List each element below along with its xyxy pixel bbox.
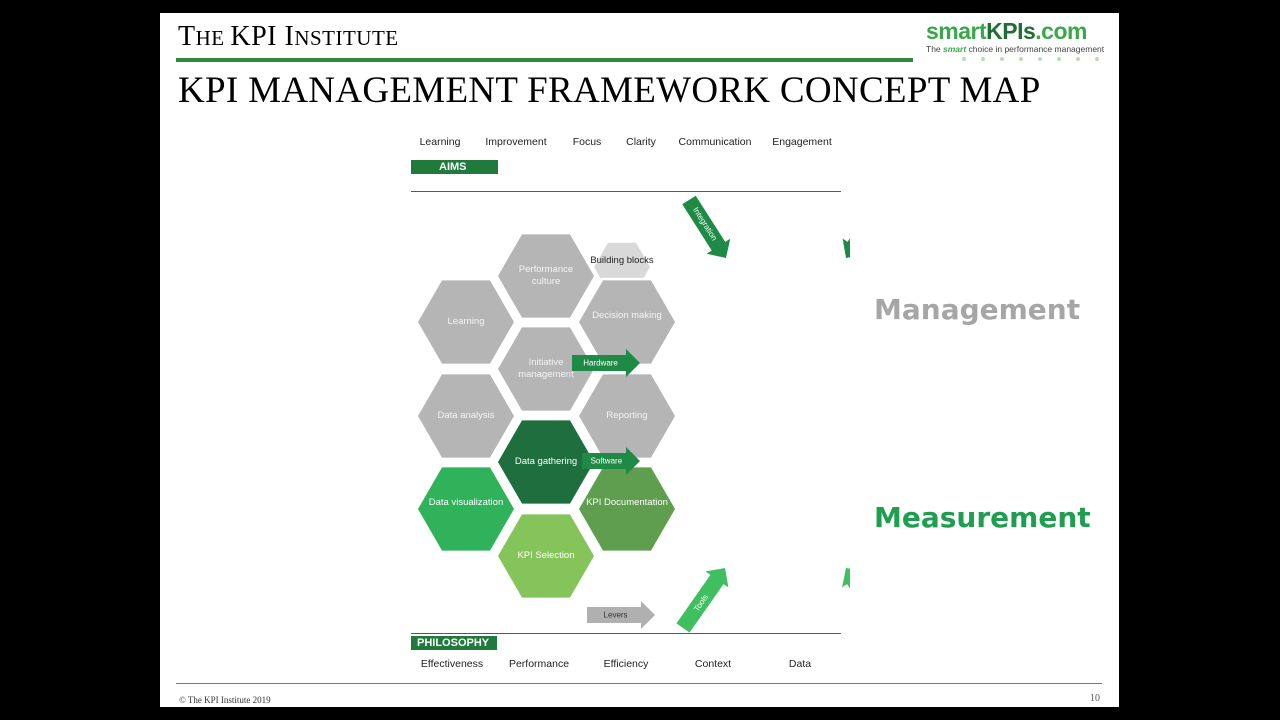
- logo-tagline: The smart choice in performance manageme…: [926, 44, 1104, 54]
- governance-arrow-label: Governance: [949, 358, 994, 368]
- title-letters: HE: [195, 26, 231, 50]
- title-letters-nstitute: NSTITUTE: [294, 26, 399, 50]
- hexagon-label: Data analysis: [437, 410, 495, 421]
- philosophy-item: Effectiveness: [420, 658, 484, 670]
- tagline-pre: The: [926, 44, 944, 54]
- aims-band: AIMS: [411, 160, 498, 174]
- hexagon-label: Decision making: [592, 310, 662, 321]
- title-letter: T: [178, 21, 196, 52]
- logo-kpis: KPIs: [986, 18, 1036, 44]
- integration-arrow: [682, 195, 731, 259]
- levers-arrow: [587, 601, 655, 629]
- architecture-arrow: [842, 195, 850, 258]
- title-letter-i: I: [284, 21, 295, 52]
- framework-hexagon: [498, 420, 594, 504]
- framework-hexagon: [579, 280, 675, 364]
- logo-dots: [960, 57, 1100, 63]
- aims-rule: [411, 191, 841, 192]
- philosophy-item: Efficiency: [603, 658, 649, 670]
- levers-arrow-label: Levers: [603, 610, 628, 620]
- hexagon-label: Reporting: [606, 410, 648, 421]
- aim-item: Communication: [678, 136, 752, 148]
- title-kpi: KPI: [230, 21, 285, 52]
- header-rule: [176, 58, 913, 62]
- aim-item: Focus: [572, 136, 602, 148]
- hexagon-label: KPI Documentation: [586, 497, 668, 508]
- aim-item: Clarity: [626, 136, 656, 148]
- page-title: KPI MANAGEMENT FRAMEWORK CONCEPT MAP: [178, 70, 1041, 111]
- philosophy-item: Performance: [508, 658, 570, 670]
- framework-hexagon: [498, 514, 594, 598]
- hexagon-label: Data gathering: [514, 456, 578, 467]
- management-label: Management: [874, 293, 1081, 326]
- framework-hexagon: [418, 374, 514, 458]
- tagline-post: choice in performance management: [966, 44, 1105, 54]
- logo-dotcom: .com: [1035, 18, 1087, 44]
- aim-item: Improvement: [485, 136, 547, 148]
- philosophy-item: Context: [694, 658, 732, 670]
- philosophy-item: Data: [788, 658, 812, 670]
- concept-map-diagram: Learning Improvement Focus Clarity Commu…: [400, 125, 993, 685]
- hardware-arrow-label: Hardware: [583, 358, 618, 368]
- techniques-arrow: [842, 568, 850, 633]
- software-arrow: [582, 447, 640, 475]
- aim-item: Learning: [419, 136, 461, 148]
- framework-hexagon: [498, 234, 594, 318]
- hexagon-label: KPI Selection: [517, 550, 575, 561]
- slide: THE KPI INSTITUTE smartKPIs.com The smar…: [160, 13, 1119, 707]
- architecture-arrow-label: Architecture: [853, 204, 886, 245]
- techniques-arrow-label: Techniques: [854, 583, 885, 623]
- software-arrow-label: Software: [590, 456, 623, 466]
- tagline-smart: smart: [943, 44, 967, 54]
- hardware-arrow: [572, 349, 640, 377]
- hexagon-label: Data visualization: [428, 497, 504, 508]
- philosophy-rule: [411, 633, 841, 634]
- processes-arrow-label: Processes: [952, 456, 991, 466]
- hexagon-label: Learning: [447, 316, 485, 327]
- copyright: © The KPI Institute 2019: [179, 695, 271, 705]
- logo-wordmark: smartKPIs.com: [926, 19, 1104, 43]
- smartkpis-logo: smartKPIs.com The smart choice in perfor…: [926, 19, 1104, 54]
- hexagon-map-svg: [415, 195, 850, 633]
- measurement-label: Measurement: [874, 501, 1091, 534]
- framework-hexagon: [498, 327, 594, 411]
- framework-hexagon: [579, 467, 675, 551]
- framework-hexagon: [418, 280, 514, 364]
- hexagon-label: Initiative management: [518, 357, 574, 380]
- aim-item: Engagement: [772, 136, 832, 148]
- logo-smart: smart: [926, 18, 987, 44]
- framework-hexagon: [579, 374, 675, 458]
- hexagon-label: Performance culture: [518, 264, 574, 287]
- tools-arrow: [676, 568, 729, 633]
- framework-hexagon: [418, 467, 514, 551]
- institute-title: THE KPI INSTITUTE: [178, 21, 399, 53]
- page-number: 10: [1090, 693, 1100, 704]
- building-blocks-label: Building blocks: [590, 255, 654, 266]
- philosophy-band: PHILOSOPHY: [411, 636, 497, 650]
- footer-rule: [176, 683, 1102, 684]
